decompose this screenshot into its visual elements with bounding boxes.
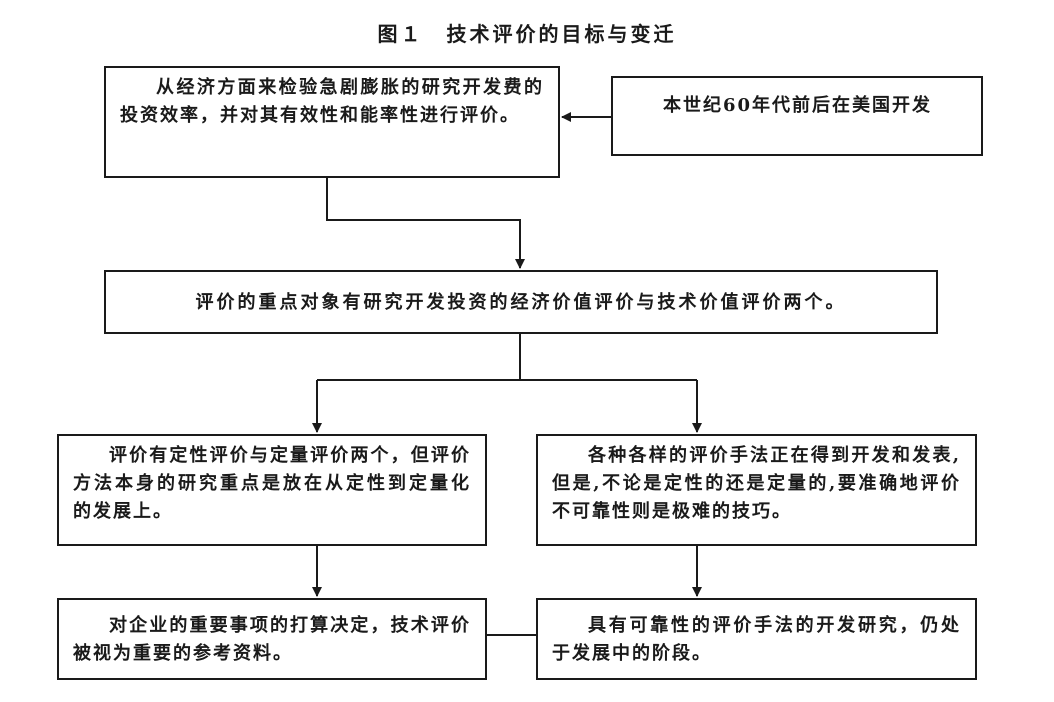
connector-economic-to-focus — [326, 178, 525, 269]
box-evaluation-focus: 评价的重点对象有研究开发投资的经济价值评价与技术价值评价两个。 — [104, 270, 938, 334]
box-evaluation-methods: 各种各样的评价手法正在得到开发和发表,但是,不论是定性的还是定量的,要准确地评价… — [536, 434, 977, 546]
box-enterprise-reference: 对企业的重要事项的打算决定，技术评价被视为重要的参考资料。 — [57, 598, 487, 680]
diagram-title: 图１ 技术评价的目标与变迁 — [377, 22, 677, 46]
box-qualitative-quantitative: 评价有定性评价与定量评价两个，但评价方法本身的研究重点是放在从定性到定量化的发展… — [57, 434, 487, 546]
box-reliable-method: 具有可靠性的评价手法的开发研究，仍处于发展中的阶段。 — [536, 598, 977, 680]
box-origin: 本世纪60年代前后在美国开发 — [611, 76, 983, 156]
box-economic-check: 从经济方面来检验急剧膨胀的研究开发费的投资效率，并对其有效性和能率性进行评价。 — [104, 66, 560, 178]
